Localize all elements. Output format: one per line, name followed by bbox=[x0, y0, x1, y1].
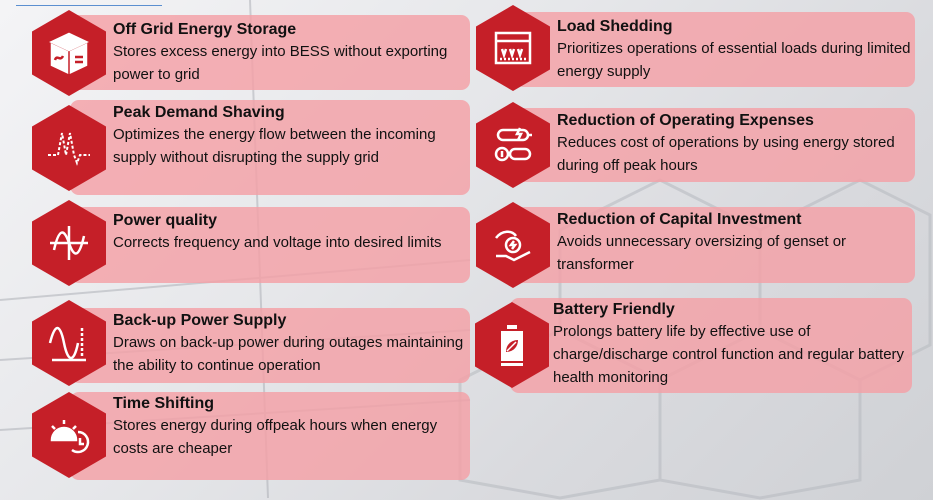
item-title: Power quality bbox=[113, 212, 218, 229]
card-power-quality bbox=[70, 207, 470, 283]
item-description: Prioritizes operations of essential load… bbox=[557, 40, 911, 80]
item-title: Reduction of Operating Expenses bbox=[557, 112, 814, 129]
item-title: Battery Friendly bbox=[553, 301, 675, 318]
item-title: Peak Demand Shaving bbox=[113, 104, 285, 121]
item-title: Reduction of Capital Investment bbox=[557, 211, 802, 228]
card-battery-friendly bbox=[510, 298, 912, 393]
item-description: Stores energy during offpeak hours when … bbox=[113, 417, 438, 457]
card-reduction-capital-investment bbox=[515, 207, 915, 283]
card-peak-demand-shaving bbox=[70, 100, 470, 195]
item-description: Avoids unnecessary oversizing of genset … bbox=[557, 233, 847, 273]
item-title: Back-up Power Supply bbox=[113, 312, 287, 329]
item-description: Reduces cost of operations by using ener… bbox=[557, 134, 895, 174]
item-description: Stores excess energy into BESS without e… bbox=[113, 43, 448, 83]
card-reduction-operating-expenses bbox=[515, 108, 915, 182]
item-description: Prolongs battery life by effective use o… bbox=[553, 323, 905, 386]
backup-wave-icon bbox=[32, 300, 106, 386]
item-description: Corrects frequency and voltage into desi… bbox=[113, 234, 442, 251]
card-backup-power-supply bbox=[70, 308, 470, 383]
card-off-grid-energy-storage bbox=[70, 15, 470, 90]
item-description: Draws on back-up power during outages ma… bbox=[113, 334, 464, 374]
item-description: Optimizes the energy flow between the in… bbox=[113, 126, 436, 166]
sun-clock-icon bbox=[32, 392, 106, 478]
top-rule bbox=[16, 5, 162, 6]
card-time-shifting bbox=[70, 392, 470, 480]
card-load-shedding bbox=[515, 12, 915, 87]
item-title: Off Grid Energy Storage bbox=[113, 21, 297, 38]
item-title: Load Shedding bbox=[557, 18, 673, 35]
item-title: Time Shifting bbox=[113, 395, 215, 412]
